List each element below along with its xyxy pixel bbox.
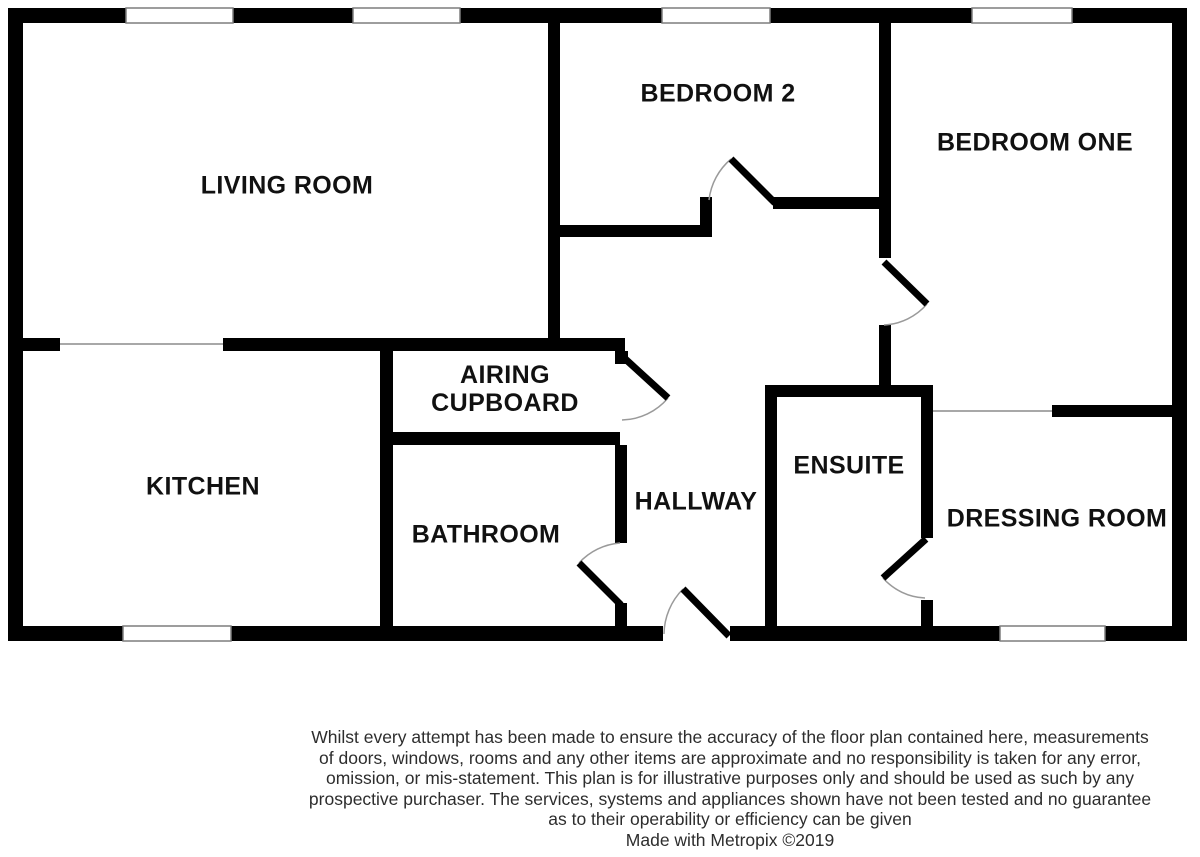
door-swing-arc — [621, 397, 669, 421]
window — [999, 625, 1106, 642]
door-leaf — [619, 353, 671, 401]
wall-segment — [22, 338, 60, 351]
door-leaf — [576, 560, 624, 608]
entrance-door-gap — [663, 625, 730, 642]
door-leaf — [680, 586, 732, 639]
wall-segment — [548, 22, 560, 351]
room-label-bedroom-2: BEDROOM 2 — [640, 79, 796, 108]
room-label-airing-cupboard: AIRING CUPBOARD — [431, 361, 579, 417]
disclaimer-line: omission, or mis-statement. This plan is… — [326, 768, 1134, 788]
window — [125, 7, 234, 24]
door-swing-arc — [578, 542, 621, 564]
disclaimer-text: Whilst every attempt has been made to en… — [309, 727, 1151, 850]
window — [661, 7, 771, 24]
window — [352, 7, 461, 24]
door-leaf — [728, 156, 778, 206]
door-swing-arc — [883, 303, 928, 326]
disclaimer-line: of doors, windows, rooms and any other i… — [319, 747, 1141, 768]
wall-segment — [1172, 8, 1187, 641]
room-label-line: AIRING — [460, 361, 550, 389]
wall-segment — [921, 397, 933, 538]
door-leaf — [881, 259, 930, 307]
wall-segment — [879, 22, 891, 258]
room-label-kitchen: KITCHEN — [146, 472, 260, 501]
room-label-dressing-room: DRESSING ROOM — [946, 504, 1168, 533]
room-label-living-room: LIVING ROOM — [200, 171, 374, 200]
room-label-bedroom-one: BEDROOM ONE — [936, 128, 1134, 157]
wall-segment — [380, 432, 620, 445]
wall-segment — [615, 445, 627, 543]
wall-segment — [8, 8, 1187, 23]
openings — [60, 343, 1052, 412]
wall-segment — [765, 385, 933, 397]
room-label-bathroom: BATHROOM — [411, 520, 561, 549]
window — [971, 7, 1073, 24]
room-label-ensuite: ENSUITE — [793, 451, 905, 480]
wall-segment — [615, 603, 627, 626]
room-label-hallway: HALLWAY — [634, 487, 758, 516]
wall-segment — [8, 8, 23, 641]
wall-segment — [380, 351, 393, 626]
door-leaves — [576, 156, 930, 639]
wall-segment — [921, 600, 933, 626]
wall-segment — [773, 197, 891, 209]
outer-walls — [8, 8, 1187, 641]
door-swing-arc — [708, 158, 732, 201]
wall-segment — [223, 338, 625, 351]
window — [122, 625, 232, 642]
wall-segment — [765, 385, 777, 626]
windows — [122, 7, 1106, 642]
wall-segment — [700, 197, 712, 237]
wall-segment — [879, 325, 891, 397]
interior-walls — [22, 22, 1172, 626]
wall-segment — [548, 225, 712, 237]
metropix-credit: Made with Metropix ©2019 — [625, 829, 835, 850]
disclaimer-line: Whilst every attempt has been made to en… — [311, 727, 1149, 747]
wall-segment — [8, 626, 1187, 641]
door-arcs — [578, 158, 928, 635]
room-label-line: CUPBOARD — [431, 389, 579, 417]
door-swing-arc — [882, 577, 926, 599]
wall-segment — [1052, 405, 1172, 417]
door-leaf — [880, 536, 929, 581]
door-swing-arc — [663, 588, 684, 635]
disclaimer-line: prospective purchaser. The services, sys… — [308, 788, 1152, 809]
disclaimer-line: as to their operability or efficiency ca… — [548, 809, 912, 829]
